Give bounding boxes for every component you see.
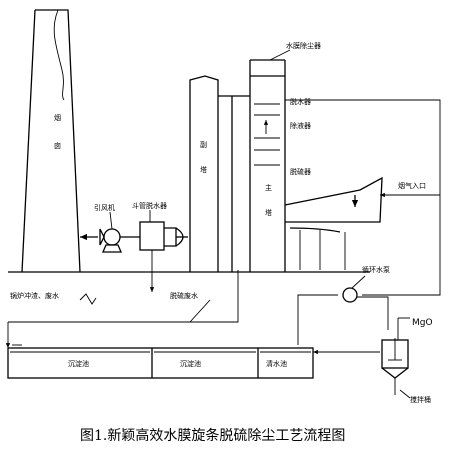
chimney-label-2: 囱	[54, 141, 61, 150]
mgo-mixing-tank: MgO 搅拌桶	[381, 317, 433, 404]
demister-box	[139, 221, 165, 251]
desulfurizer-label: 脱硫器	[290, 167, 311, 176]
figure-caption: 图1.新颖高效水膜旋条脱硫除尘工艺流程图	[80, 427, 345, 444]
tanks: 沉淀池 沉淀池 清水池	[7, 347, 380, 379]
fan-label: 引风机	[94, 203, 115, 212]
tank-outline	[7, 347, 314, 379]
circulation-piping: 循环水泵	[285, 99, 441, 345]
reheater-label: 脱水器	[290, 97, 311, 106]
tank-1-label: 沉淀池	[68, 359, 89, 368]
flue-gas-inlet-label: 烟气入口	[398, 181, 426, 190]
tower-callouts: 水膜除尘器 脱水器 除液器 脱硫器	[269, 41, 321, 176]
main-tower-label-1: 主	[265, 183, 272, 192]
dedusting-label: 除液器	[290, 121, 311, 130]
chimney-label-1: 烟	[54, 113, 61, 122]
demister-label: 斗管脱水器	[132, 201, 167, 210]
inlet-duct: 烟气入口	[284, 176, 440, 270]
desulfurization-wastewater-label: 脱硫废水	[170, 291, 198, 300]
tower-label-2: 塔	[200, 165, 207, 174]
tower-label-1: 副	[200, 140, 207, 149]
circulation-pump-icon	[342, 287, 358, 303]
tank-2-label: 沉淀池	[180, 359, 201, 368]
boiler-drain-line: 锅炉冲渣、废水 脱硫废水	[5, 270, 239, 348]
tank-3-label: 清水池	[266, 359, 287, 368]
fan-icon	[103, 228, 121, 246]
boiler-slag-water-label: 锅炉冲渣、废水	[10, 291, 59, 300]
water-film-dust-collector-label: 水膜除尘器	[286, 41, 321, 50]
main-tower-label-2: 塔	[265, 208, 272, 217]
chimney: 烟 囱	[21, 9, 81, 273]
circulation-pump-label: 循环水泵	[362, 265, 390, 274]
mgo-label: MgO	[412, 318, 433, 328]
desulfurization-tower: 副 塔 主 塔	[189, 59, 286, 272]
mixing-tank-label: 搅拌桶	[410, 395, 431, 404]
demister-group: 斗管脱水器	[120, 201, 188, 292]
fan-group: 引风机	[80, 203, 122, 253]
